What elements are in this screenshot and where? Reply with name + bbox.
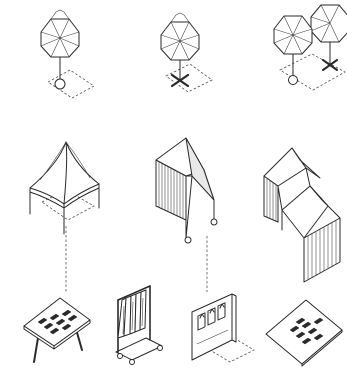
floor-mat-icon bbox=[266, 300, 342, 366]
display-panel-icon bbox=[192, 294, 254, 362]
clothes-rack-icon bbox=[116, 286, 163, 365]
canopy-tent-icon bbox=[30, 142, 99, 292]
lean-to-awning-icon bbox=[156, 138, 217, 292]
umbrella-pair-icon bbox=[274, 5, 347, 90]
umbrella-cross-base-icon bbox=[161, 13, 212, 92]
umbrella-round-base-icon bbox=[41, 10, 94, 98]
double-awning-icon bbox=[264, 148, 340, 282]
sign-easel-icon bbox=[24, 298, 90, 362]
